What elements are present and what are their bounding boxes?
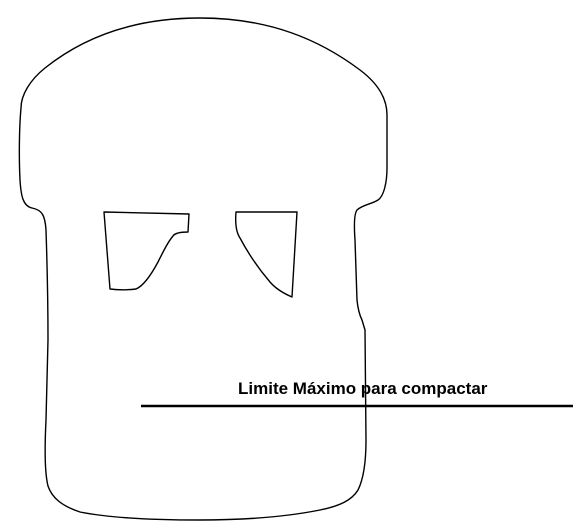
right-window-outline <box>234 211 298 298</box>
container-body-outline <box>18 17 388 521</box>
left-window-outline <box>103 211 190 291</box>
max-compaction-limit-label: Limite Máximo para compactar <box>238 379 488 398</box>
